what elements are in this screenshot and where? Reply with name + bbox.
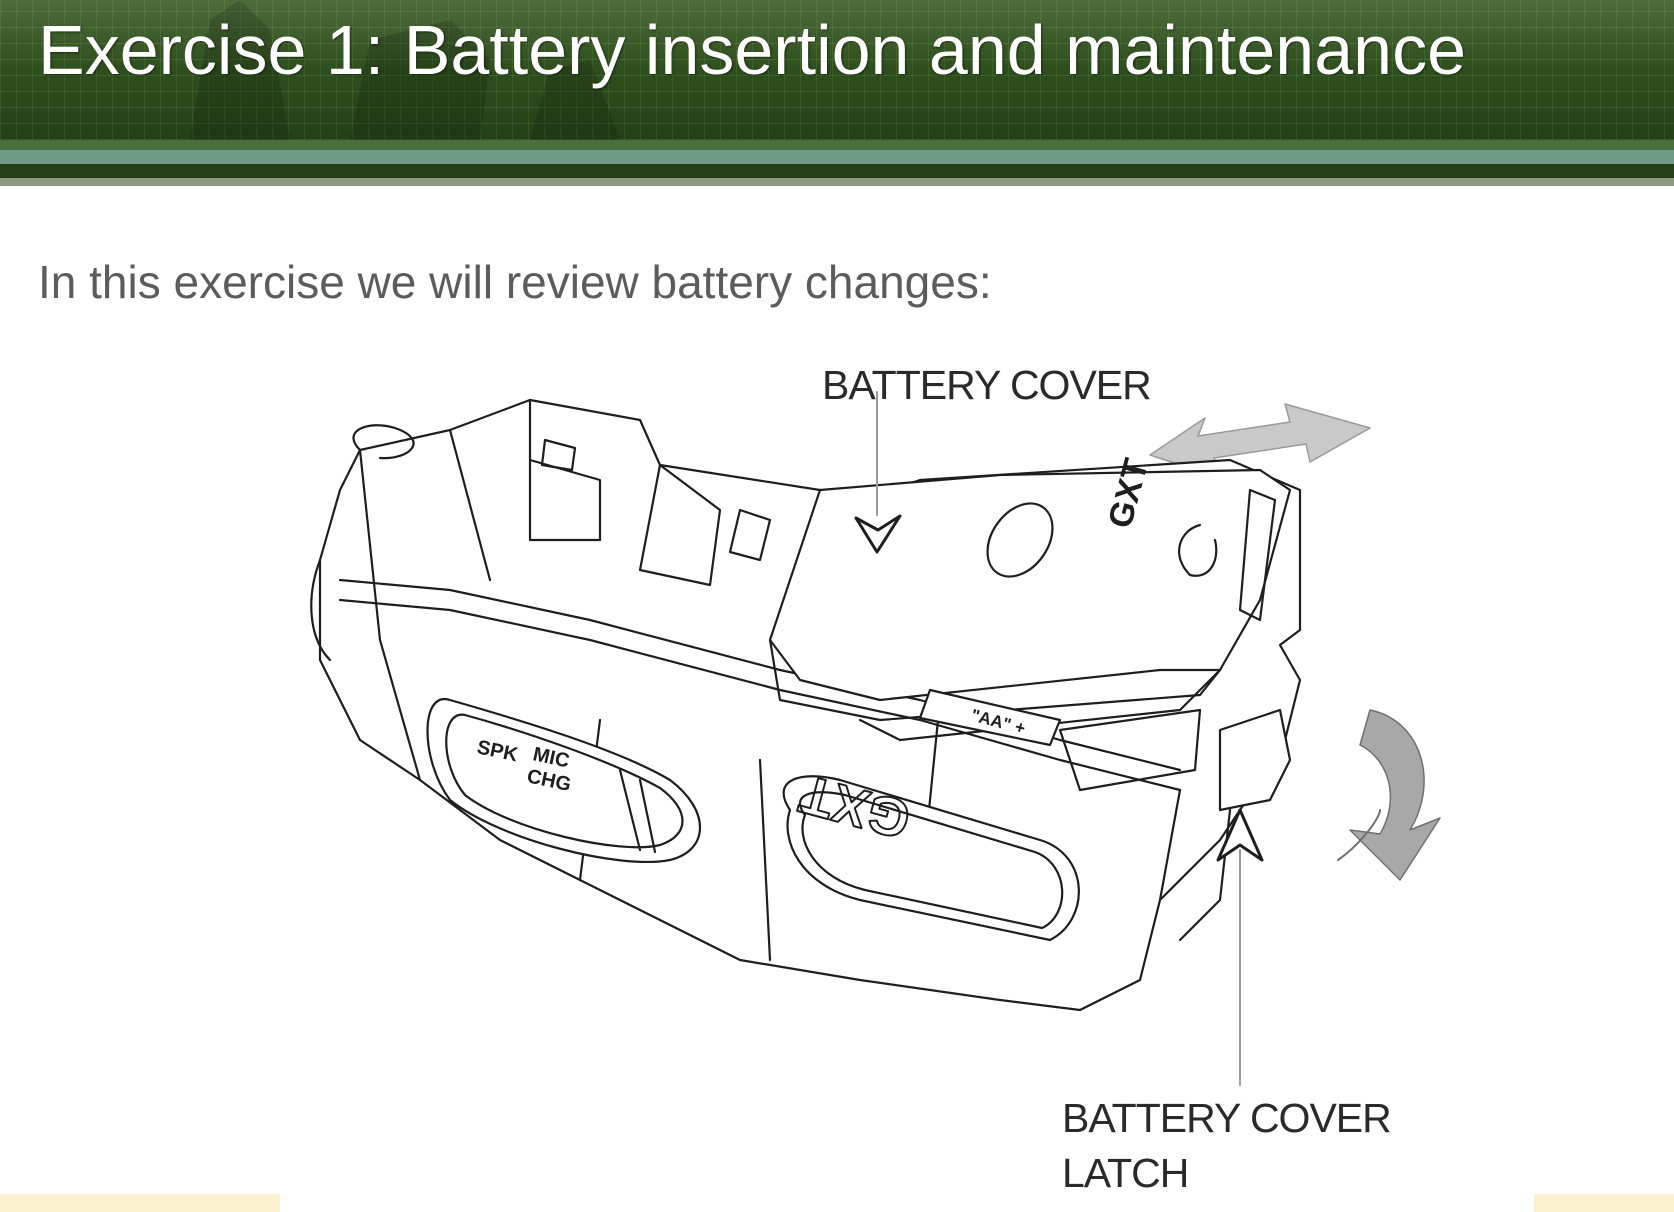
banner-shine: [0, 0, 1674, 70]
banner-silhouette-graphic: [190, 0, 620, 140]
footer-bar-right: [1534, 1194, 1674, 1212]
banner-stripe: [0, 178, 1674, 186]
accessory-port-cover: [426, 697, 702, 864]
banner-stripe: [0, 164, 1674, 178]
title-banner: Exercise 1: Battery insertion and mainte…: [0, 0, 1674, 186]
battery-compartment: [858, 668, 1222, 792]
battery-cover-pointer: [854, 391, 902, 554]
banner-grid-pattern: [0, 0, 1674, 140]
front-badge: [782, 775, 1080, 942]
banner-stripe: [0, 150, 1674, 164]
intro-text: In this exercise we will review battery …: [38, 256, 992, 308]
battery-cover-label: BATTERY COVER: [822, 362, 1152, 408]
battery-cover-latch-label: BATTERY COVER: [1062, 1095, 1392, 1141]
slide-title: Exercise 1: Battery insertion and mainte…: [38, 11, 1466, 89]
radio-battery-diagram: GXT "AA" + SPK MIC CHG GXT: [310, 391, 1441, 1086]
battery-cover-latch-label-line2: LATCH: [1062, 1150, 1189, 1196]
banner-stripe: [0, 140, 1674, 150]
footer-bar-left: [0, 1194, 280, 1212]
rotate-latch-arrow-icon: [1337, 709, 1441, 881]
latch-pointer: [1216, 808, 1264, 1086]
